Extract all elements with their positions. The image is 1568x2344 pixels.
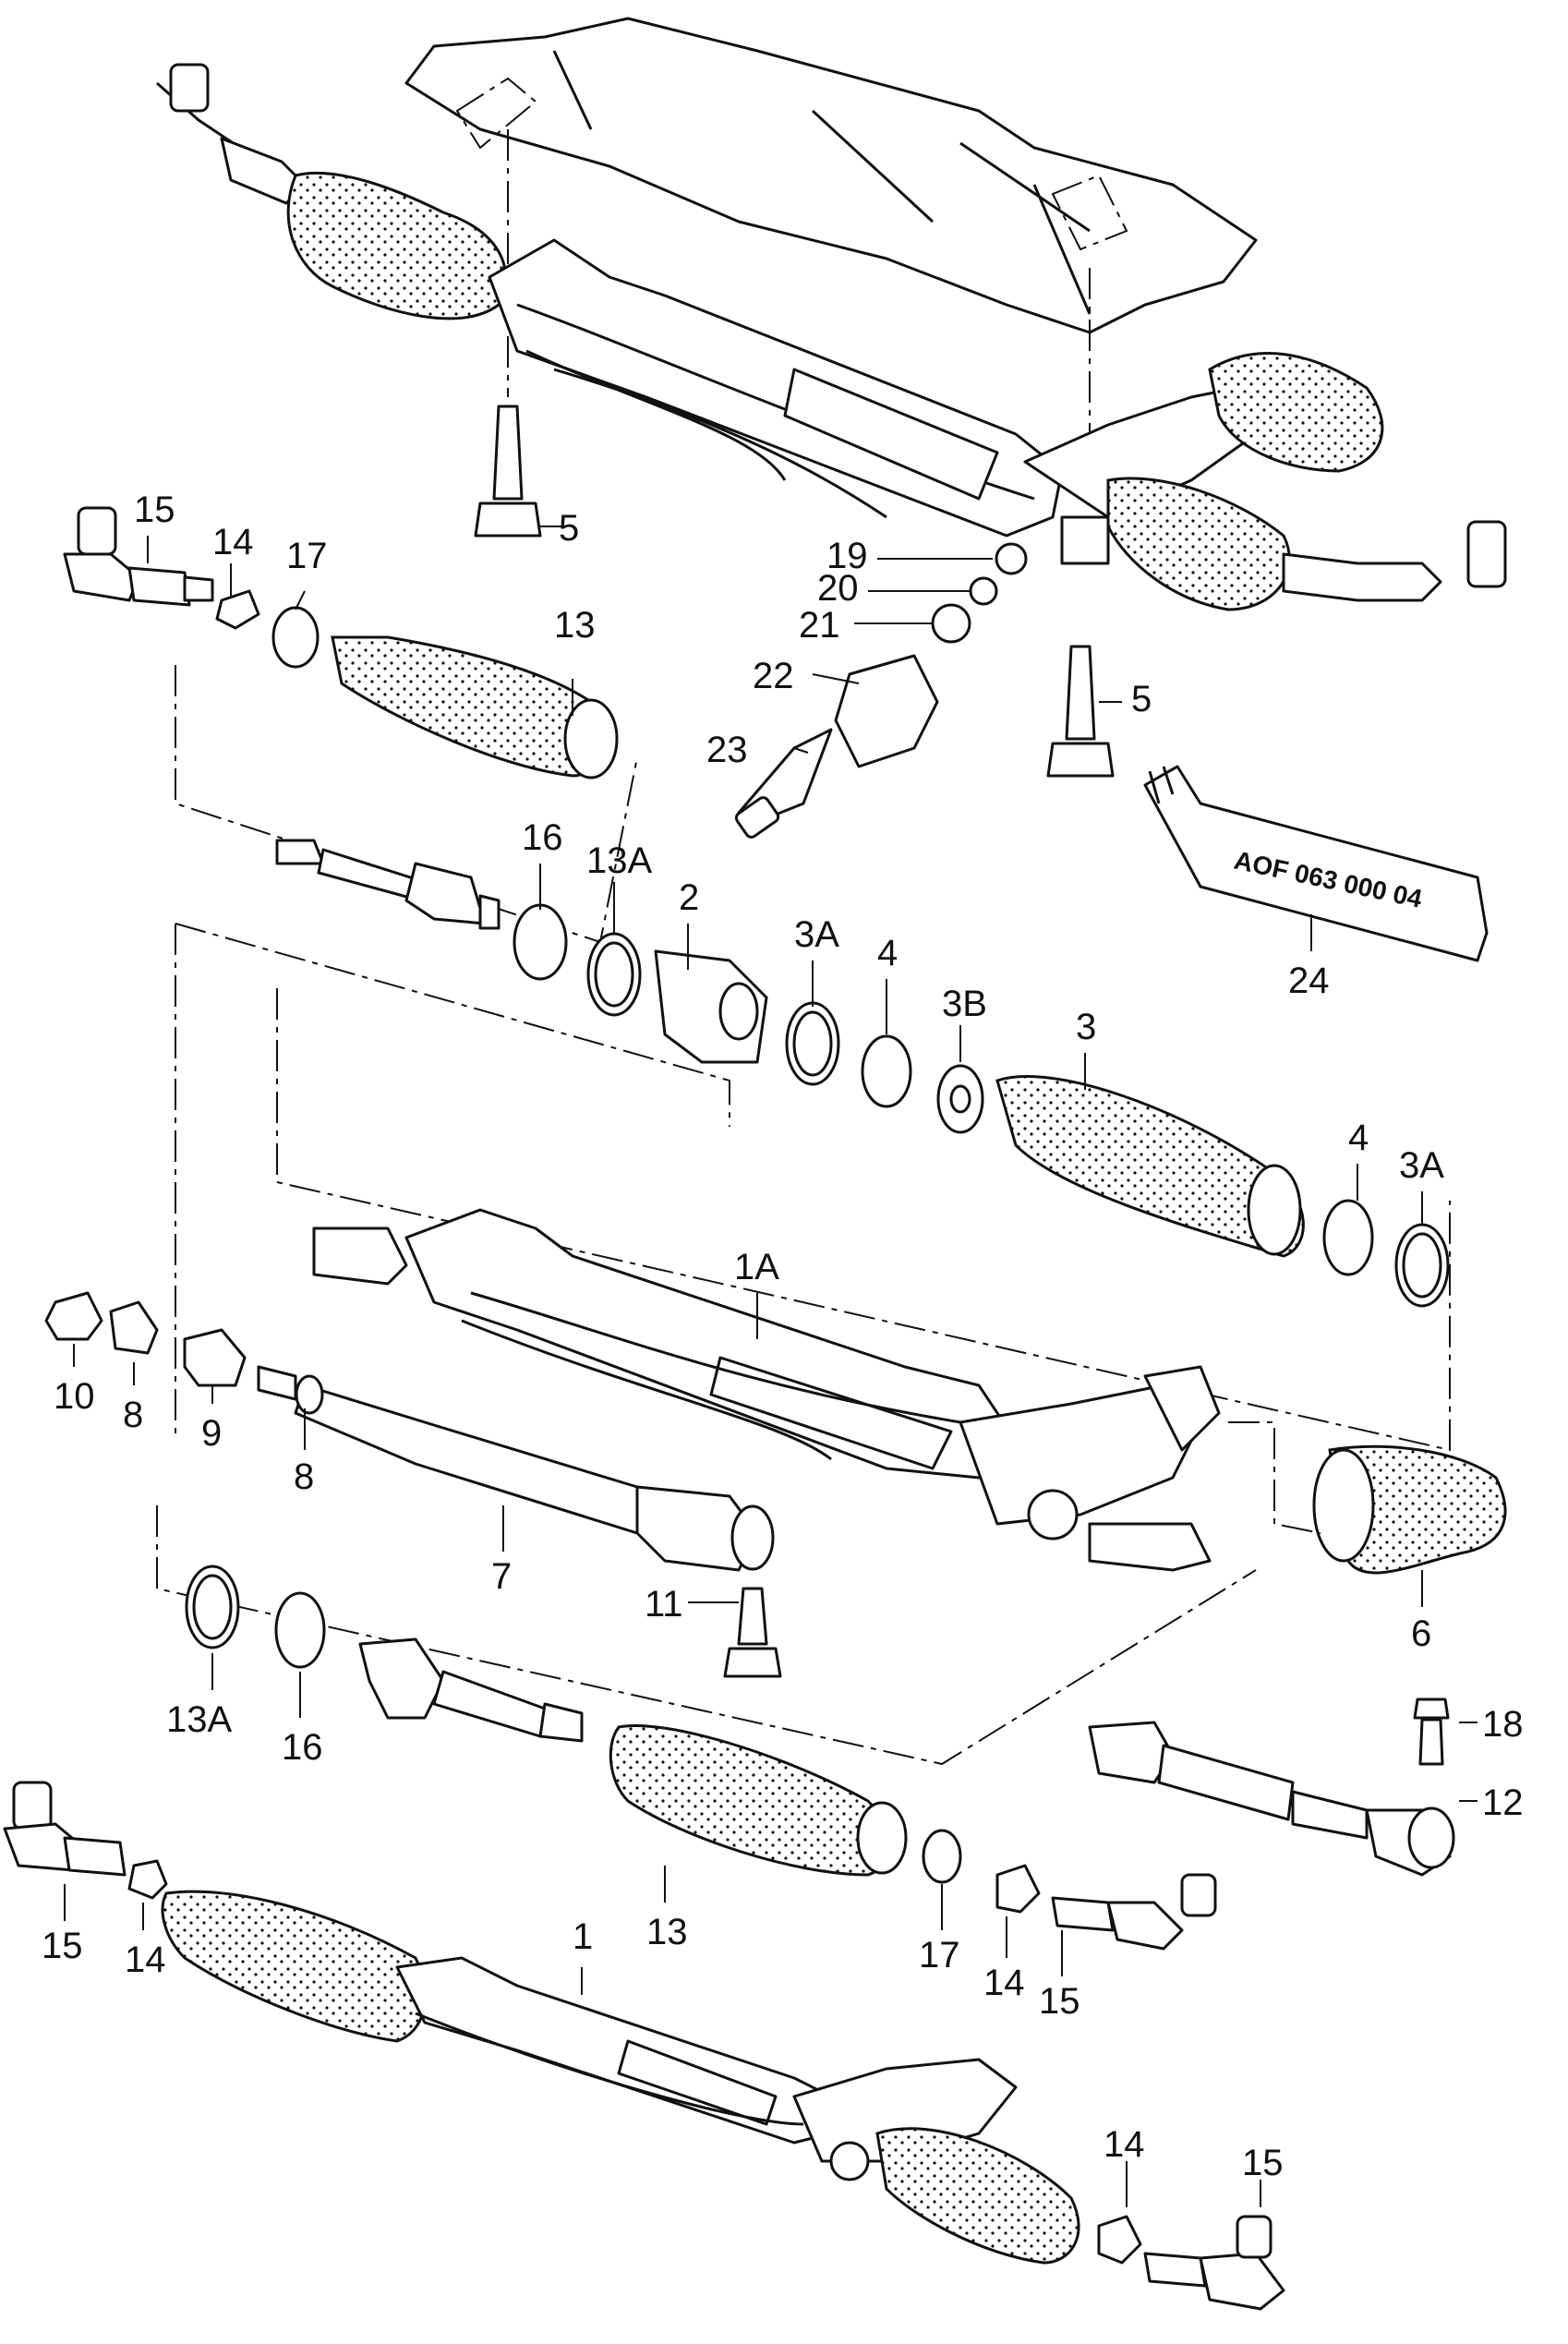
washer-8-left (109, 1300, 159, 1355)
callout-15-lower-mid: 15 (1039, 1981, 1080, 2022)
clamp-16-upper (513, 903, 568, 981)
callout-10: 10 (54, 1376, 95, 1417)
callout-7: 7 (491, 1556, 512, 1597)
callout-3B: 3B (942, 984, 987, 1024)
washer-3B (936, 1064, 984, 1134)
callout-8-left: 8 (123, 1395, 143, 1435)
grease-tube-24: AOF 063 000 04 (1143, 765, 1489, 962)
callout-9: 9 (201, 1413, 222, 1454)
inner-tie-rod-lower (358, 1637, 584, 1743)
callout-20: 20 (817, 568, 859, 609)
boot-6 (1228, 1421, 1507, 1575)
callouts: 5 15 14 17 13 19 20 21 22 23 5 24 16 13A… (42, 489, 1524, 2183)
callout-21: 21 (799, 605, 840, 646)
callout-15-upper: 15 (134, 489, 175, 530)
steering-gear-1 (161, 1890, 1285, 2311)
boot-13-upper (331, 635, 619, 779)
tie-rod-end-15-lower-mid (1051, 1873, 1217, 1951)
callout-6: 6 (1411, 1613, 1431, 1654)
callout-11: 11 (645, 1584, 683, 1625)
callout-14-lower-left: 14 (125, 1939, 166, 1980)
callout-12: 12 (1482, 1782, 1524, 1823)
bolt-5-right (1046, 645, 1122, 778)
callout-5-right: 5 (1131, 679, 1152, 719)
nut-14-lower-mid (995, 1864, 1041, 1914)
callout-19: 19 (826, 536, 868, 576)
steering-gear-1A (312, 1208, 1221, 1572)
pressure-switch-group (734, 542, 1028, 839)
tie-rod-end-15-lower-left (3, 1781, 127, 1877)
frame-upper (175, 665, 638, 944)
callout-14-lower-mid: 14 (983, 1963, 1025, 2003)
frame-middle (175, 923, 1451, 1452)
steering-rack-top (156, 63, 1507, 611)
callout-13A-lower: 13A (166, 1699, 232, 1740)
callout-1: 1 (573, 1916, 593, 1957)
tie-rod-end-15-upper (63, 506, 214, 607)
ring-13A-lower (185, 1565, 240, 1649)
tie-rod-12 (1088, 1721, 1455, 1877)
ring-3A-upper (785, 1001, 840, 1086)
callout-17-lower: 17 (919, 1935, 960, 1975)
bracket-2 (654, 949, 768, 1064)
callout-8-rod: 8 (294, 1456, 314, 1497)
rod-7 (257, 1365, 775, 1572)
callout-15-bottom: 15 (1242, 2143, 1284, 2183)
leader-lines (64, 536, 1478, 2207)
boot-3 (995, 1075, 1305, 1258)
clamp-17-lower (922, 1829, 962, 1884)
callout-14-bottom: 14 (1104, 2124, 1145, 2165)
nut-14-upper (215, 589, 260, 630)
clamp-4-lower (1322, 1199, 1374, 1276)
callout-23: 23 (706, 730, 748, 770)
callout-4-upper: 4 (877, 933, 898, 973)
nut-14-lower-left (127, 1859, 168, 1900)
callout-17-upper: 17 (286, 536, 328, 576)
callout-16-upper: 16 (522, 817, 563, 858)
frame-lower (156, 1505, 1257, 1766)
clamp-4-upper (861, 1034, 912, 1108)
bolt-11 (723, 1587, 782, 1678)
callout-15-lower-left: 15 (42, 1926, 83, 1966)
callout-22: 22 (753, 656, 794, 696)
callout-5-left: 5 (559, 508, 579, 549)
callout-13-upper: 13 (554, 605, 596, 646)
callout-24: 24 (1288, 961, 1330, 1001)
subframe (404, 17, 1258, 480)
callout-13-lower: 13 (646, 1912, 688, 1952)
callout-4-lower: 4 (1348, 1118, 1369, 1158)
ring-13A-upper (586, 932, 642, 1017)
callout-18: 18 (1482, 1704, 1524, 1745)
callout-16-lower: 16 (282, 1727, 323, 1768)
callout-2: 2 (679, 877, 699, 918)
callout-13A-upper: 13A (586, 840, 652, 881)
bolt-18 (1413, 1698, 1450, 1766)
clamp-16-lower (274, 1591, 326, 1669)
inner-tie-rod-upper (275, 839, 501, 930)
ring-3A-lower (1394, 1223, 1450, 1308)
callout-3A-upper: 3A (794, 914, 839, 955)
nut-10 (44, 1291, 103, 1341)
boot-13-lower (609, 1723, 908, 1877)
bushing-9 (183, 1328, 247, 1387)
callout-3A-lower: 3A (1399, 1145, 1444, 1186)
callout-14-upper: 14 (212, 522, 254, 562)
callout-1A: 1A (734, 1247, 779, 1287)
callout-3: 3 (1076, 1007, 1096, 1047)
bolt-5-left (474, 405, 563, 538)
clamp-17-upper (271, 606, 320, 669)
